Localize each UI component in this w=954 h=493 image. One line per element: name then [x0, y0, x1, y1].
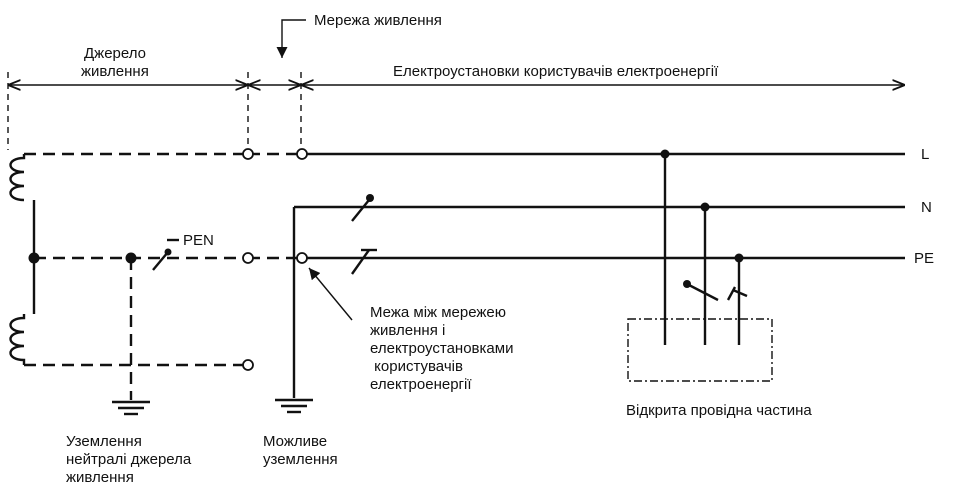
source-earth-symbol	[112, 400, 150, 416]
source-windings	[9, 152, 244, 367]
supply-network-pointer-arrow	[276, 19, 306, 58]
n-conductor-marker	[351, 194, 374, 222]
terminal-l-source	[242, 148, 254, 160]
boundary-label-line5: електроенергії	[370, 376, 472, 393]
boundary-pointer-arrow	[308, 267, 353, 321]
network-terminals	[242, 148, 308, 371]
consumer-conductors	[292, 152, 905, 398]
terminal-l-consumer	[296, 148, 308, 160]
boundary-label-line2: живлення і	[370, 322, 445, 339]
pen-marker	[152, 238, 179, 271]
possible-earthing-label-line1: Можливе	[263, 433, 327, 450]
lower-winding-coil	[9, 314, 26, 365]
source-earthing-label-line3: живлення	[66, 469, 134, 486]
power-source-label-line1: Джерело	[84, 45, 146, 62]
terminal-pen-consumer	[296, 252, 308, 264]
possible-earthing-label-line2: уземлення	[263, 451, 338, 468]
pe-conductor-marker	[351, 248, 377, 275]
power-source-label-line2: живлення	[81, 63, 149, 80]
switch-marker	[683, 280, 748, 302]
exposed-part-label: Відкрита провідна частина	[626, 402, 812, 419]
pen-label: PEN	[183, 232, 214, 249]
boundary-label-line1: Межа між мережею	[370, 304, 506, 321]
possible-earth-symbol	[275, 398, 313, 414]
supply-network-label: Мережа живлення	[314, 12, 442, 29]
exposed-part-enclosure	[627, 318, 773, 382]
source-earthing-label-line2: нейтралі джерела	[66, 451, 192, 468]
conductor-pe-label: PE	[914, 250, 934, 267]
conductor-n-label: N	[921, 199, 932, 216]
terminal-second-phase	[242, 359, 254, 371]
pen-conductor: PEN	[34, 232, 244, 400]
source-earthing-label-line1: Уземлення	[66, 433, 142, 450]
conductor-l-label: L	[921, 146, 929, 163]
terminal-pen-source	[242, 252, 254, 264]
consumer-installations-label: Електроустановки користувачів електроене…	[393, 63, 719, 80]
dimension-lines	[7, 19, 905, 150]
exposed-conductive-part	[627, 149, 773, 382]
upper-winding-coil	[9, 154, 26, 202]
boundary-label-line4: користувачів	[370, 358, 463, 375]
boundary-label-line3: електроустановками	[370, 340, 513, 357]
